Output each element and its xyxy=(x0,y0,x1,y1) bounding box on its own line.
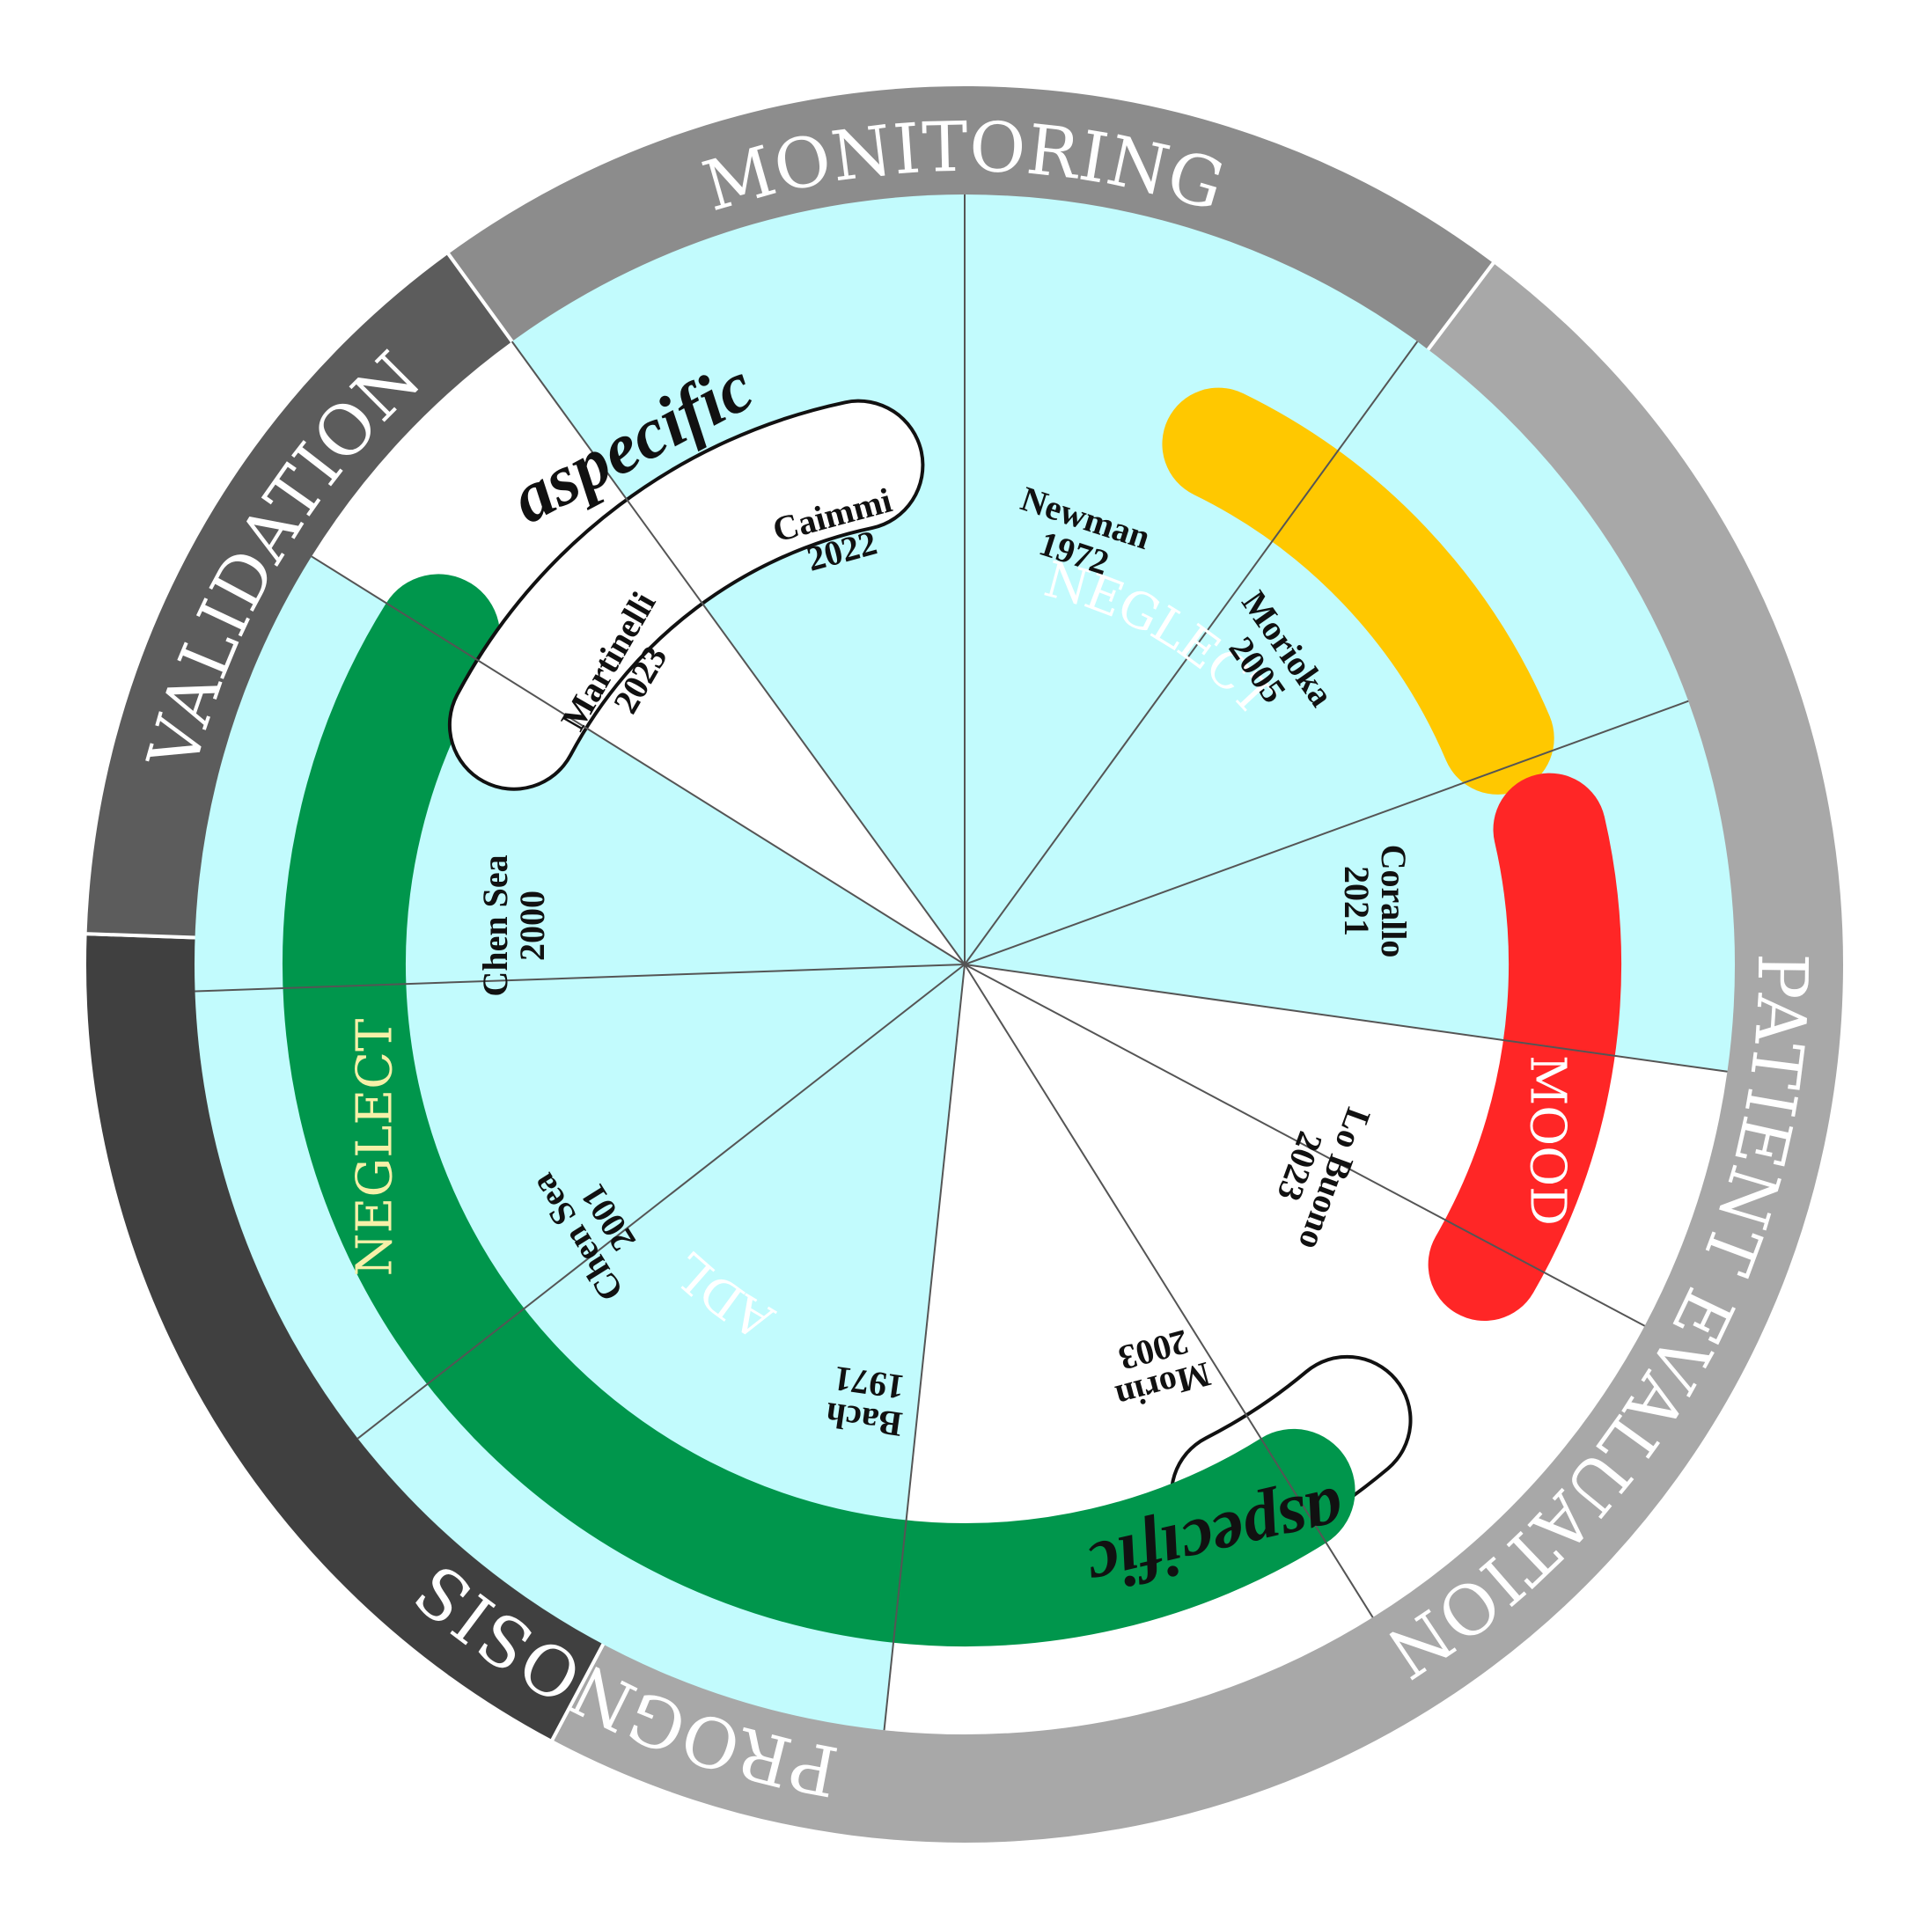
citation-year: 2021 xyxy=(1337,866,1377,936)
sector-divider xyxy=(511,341,966,965)
citation-year: 1971 xyxy=(832,1359,907,1408)
sector-divider xyxy=(356,964,966,1440)
sector-divider xyxy=(311,555,966,965)
band-mood xyxy=(1428,773,1621,1321)
sector-divider xyxy=(964,964,1374,1618)
sector-divider xyxy=(964,341,1419,965)
band-adl xyxy=(456,1333,1355,1646)
band-aspecific-top xyxy=(451,402,922,788)
band-neglect-top xyxy=(1162,387,1554,795)
sector-divider xyxy=(964,964,1728,1073)
citation-author: Chen Sea xyxy=(475,854,515,996)
sector-dividers xyxy=(195,194,1728,1731)
citation-author: Corallo xyxy=(1374,845,1414,958)
category-bands xyxy=(283,387,1621,1646)
sector-wedge xyxy=(965,194,1418,964)
citation-bach: Bach 1971 xyxy=(824,1359,907,1445)
sector-divider xyxy=(195,964,966,993)
band-label-mood: MOOD xyxy=(1519,1055,1576,1226)
sector-divider xyxy=(964,700,1689,965)
sector-wedge xyxy=(965,341,1689,965)
sector-divider xyxy=(964,964,1646,1327)
citation-year: 2000 xyxy=(512,891,552,961)
band-neglect-left xyxy=(283,574,580,1457)
sector-wedge xyxy=(965,964,1645,1618)
band-label-neglect-left: NEGLECT xyxy=(347,1019,404,1277)
citation-chen-sea-2000: Chen Sea 2000 xyxy=(475,854,552,996)
sector-divider xyxy=(883,964,966,1731)
citation-corallo: Corallo 2021 xyxy=(1337,845,1414,958)
